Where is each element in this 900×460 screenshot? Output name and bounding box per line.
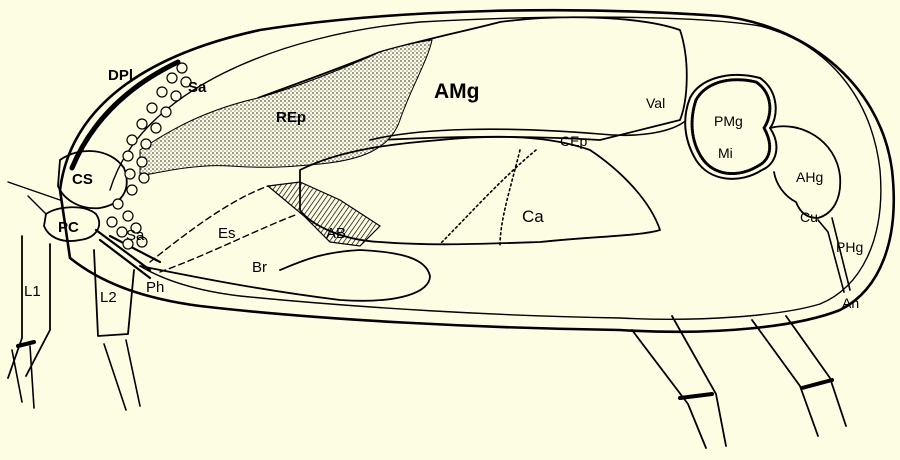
label-br: Br [252,259,267,276]
brain-lobe [140,250,430,301]
stippled-epithelium-region [140,40,432,176]
label-rep: REp [276,109,306,126]
label-sa-lower: Sa [126,227,145,244]
label-cep: CEp [560,133,587,149]
label-sa-upper: Sa [188,79,207,96]
cuticle-line [818,218,850,292]
label-val: Val [646,95,665,111]
label-pc: PC [58,219,79,236]
label-pmg: PMg [714,113,743,129]
label-cu: Cu [800,209,818,225]
leg-l2 [94,250,140,410]
label-ab: AB [326,225,346,242]
label-ph: Ph [146,279,164,296]
label-mi: Mi [718,145,733,161]
carapace-outline [60,10,894,332]
label-ahg: AHg [796,169,823,185]
atrium-hatch [268,182,380,246]
antenna-line [8,182,60,214]
leg-l1 [8,236,50,408]
caecum-dotted-lines [440,150,536,246]
label-amg: AMg [434,80,480,103]
label-l1: L1 [24,283,41,300]
posterior-legs [632,316,846,448]
label-cs: CS [72,171,93,188]
label-an: An [842,295,859,311]
label-dpl: DPl [108,67,133,84]
label-ca: Ca [522,207,544,226]
label-es: Es [218,225,236,242]
label-l2: L2 [100,289,117,306]
label-phg: PHg [836,239,863,255]
